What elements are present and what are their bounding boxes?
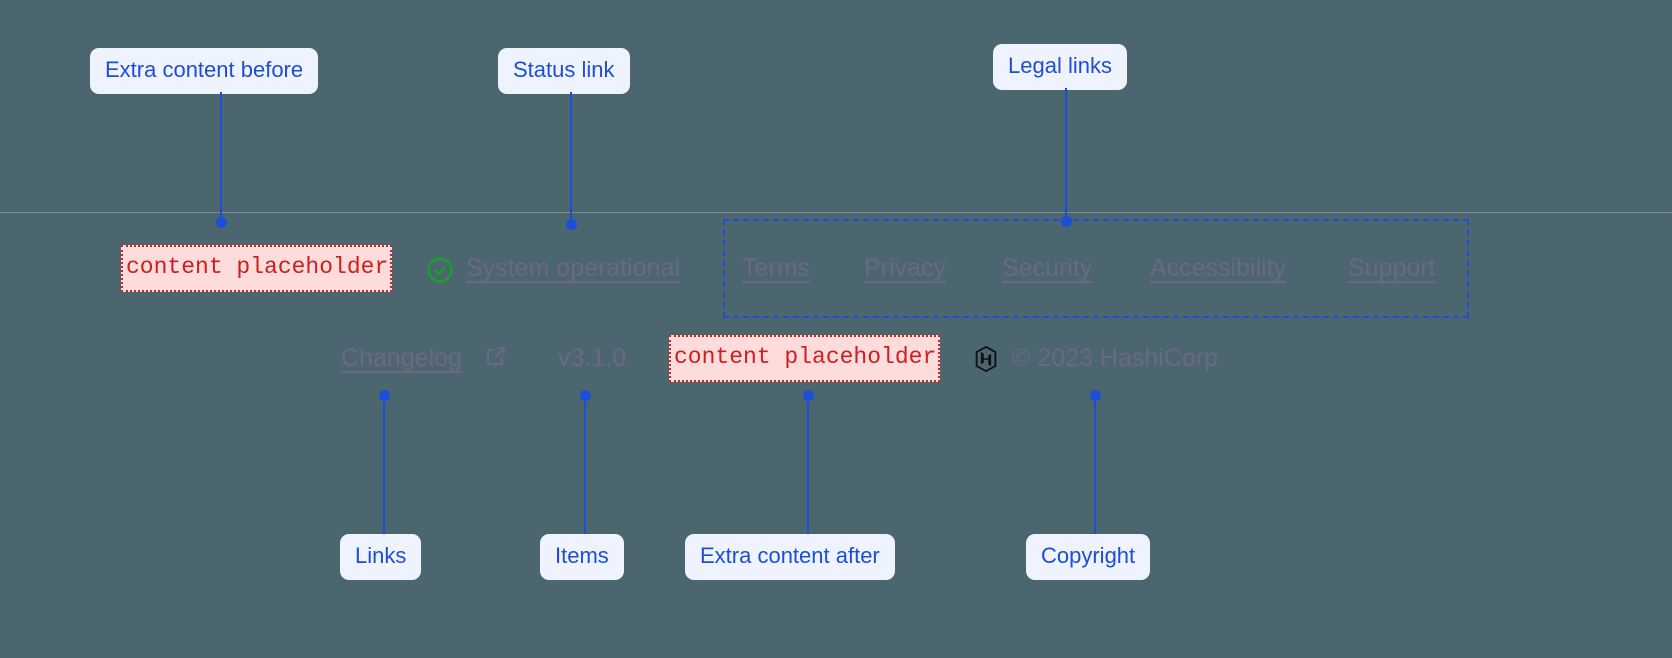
callout-items: Items (540, 534, 624, 580)
legal-link-privacy[interactable]: Privacy (864, 254, 946, 282)
footer-top-divider (0, 212, 1672, 213)
callout-extra-content-after: Extra content after (685, 534, 895, 580)
leader-dot-extra-content-after (803, 390, 814, 401)
external-link-icon[interactable] (484, 344, 508, 368)
leader-line-legal-links (1065, 88, 1067, 222)
leader-dot-links (379, 390, 390, 401)
footer-item-version: v3.1.0 (558, 344, 627, 372)
legal-link-support[interactable]: Support (1348, 254, 1436, 282)
leader-line-extra-content-after (807, 396, 809, 534)
legal-link-accessibility[interactable]: Accessibility (1150, 254, 1287, 282)
callout-extra-content-before: Extra content before (90, 48, 319, 94)
leader-dot-legal-links (1061, 216, 1072, 227)
check-circle-icon (425, 255, 455, 285)
legal-link-security[interactable]: Security (1002, 254, 1093, 282)
copyright-text: © 2023 HashiCorp (1012, 344, 1219, 372)
leader-line-items (584, 396, 586, 534)
callout-legal-links: Legal links (993, 44, 1127, 90)
leader-dot-copyright (1090, 390, 1101, 401)
callout-copyright: Copyright (1026, 534, 1151, 580)
leader-dot-extra-content-before (216, 217, 227, 228)
leader-line-extra-content-before (220, 92, 222, 222)
callout-links: Links (340, 534, 422, 580)
legal-link-terms[interactable]: Terms (742, 254, 811, 282)
footer: content placeholder System operational T… (0, 212, 1672, 402)
leader-line-links (383, 396, 385, 534)
leader-dot-items (580, 390, 591, 401)
extra-content-after-placeholder: content placeholder (669, 335, 941, 382)
callout-status-link: Status link (498, 48, 630, 94)
leader-dot-status-link (566, 219, 577, 230)
extra-content-before-placeholder: content placeholder (121, 245, 393, 292)
status-link[interactable]: System operational (466, 254, 681, 282)
leader-line-status-link (570, 92, 572, 224)
legal-links-annotation-box (723, 219, 1469, 318)
hashicorp-logo (971, 344, 1001, 374)
leader-line-copyright (1094, 396, 1096, 534)
footer-link-changelog[interactable]: Changelog (341, 344, 462, 372)
